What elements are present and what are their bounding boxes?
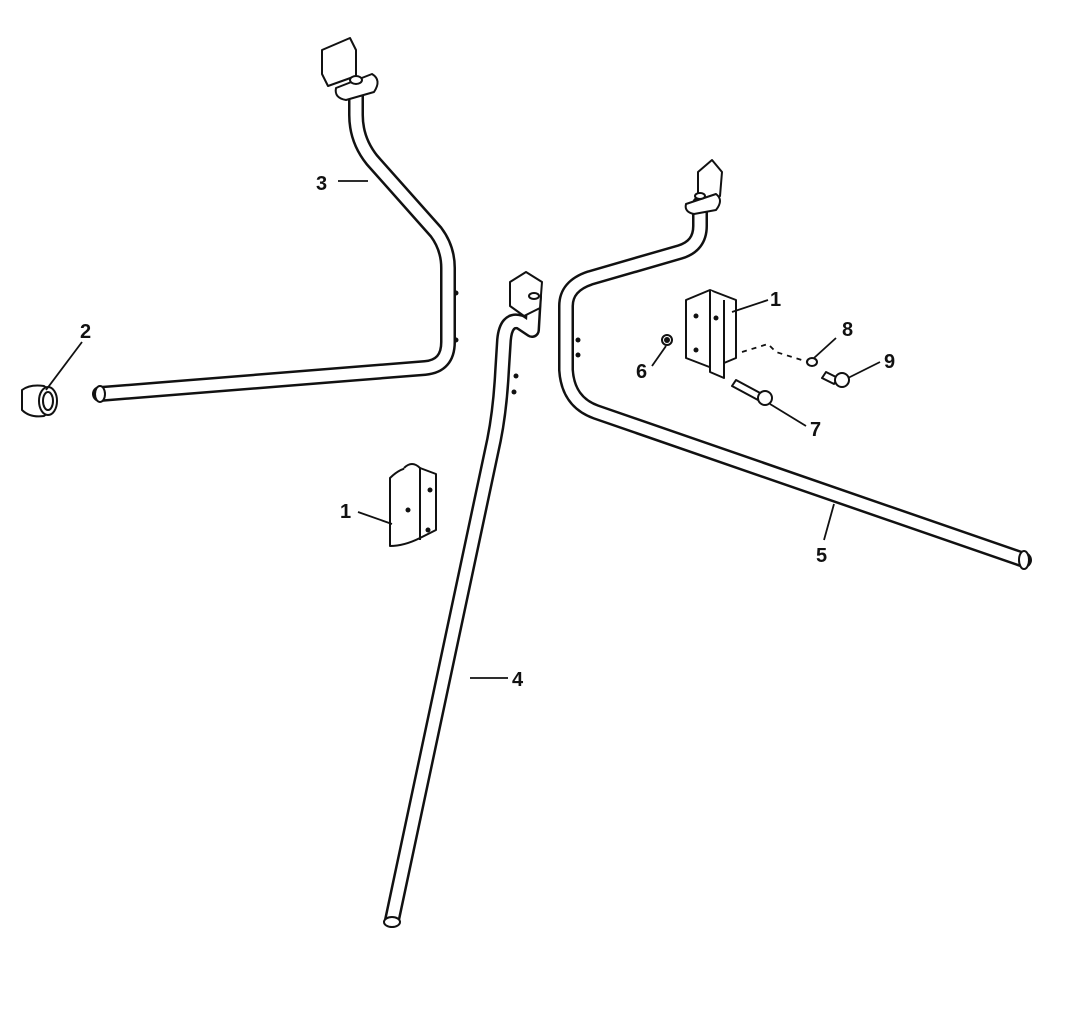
clamp-bracket-left (389, 463, 437, 547)
right-arm-tube (558, 196, 1032, 570)
leader-7 (769, 403, 807, 427)
callout-3: 3 (316, 173, 327, 195)
assembly-line (741, 342, 809, 363)
center-leg-mount-plate (509, 271, 543, 317)
callout-4: 4 (512, 669, 524, 691)
leader-8 (813, 337, 837, 359)
leader-1b (731, 299, 769, 313)
leader-9 (847, 361, 881, 379)
nut (661, 334, 673, 346)
bolt (731, 379, 773, 406)
center-leg-tube (383, 288, 542, 928)
left-arm-mount-plate (321, 37, 379, 101)
callout-1-right: 1 (770, 289, 781, 311)
callout-7: 7 (810, 419, 821, 441)
callout-6: 6 (636, 361, 647, 383)
screw (821, 371, 850, 388)
callout-1-left: 1 (340, 501, 351, 523)
clamp-bracket-right (685, 289, 737, 379)
leader-6 (651, 345, 667, 367)
callout-9: 9 (884, 351, 895, 373)
washer (806, 357, 818, 367)
left-arm-tube (92, 80, 459, 403)
leader-5 (823, 503, 835, 541)
leader-2 (45, 341, 83, 391)
leader-1a (357, 511, 393, 525)
end-cap (21, 384, 58, 418)
callout-5: 5 (816, 545, 827, 567)
callout-8: 8 (842, 319, 853, 341)
right-arm-mount-plate (684, 159, 723, 215)
callout-2: 2 (80, 321, 91, 343)
